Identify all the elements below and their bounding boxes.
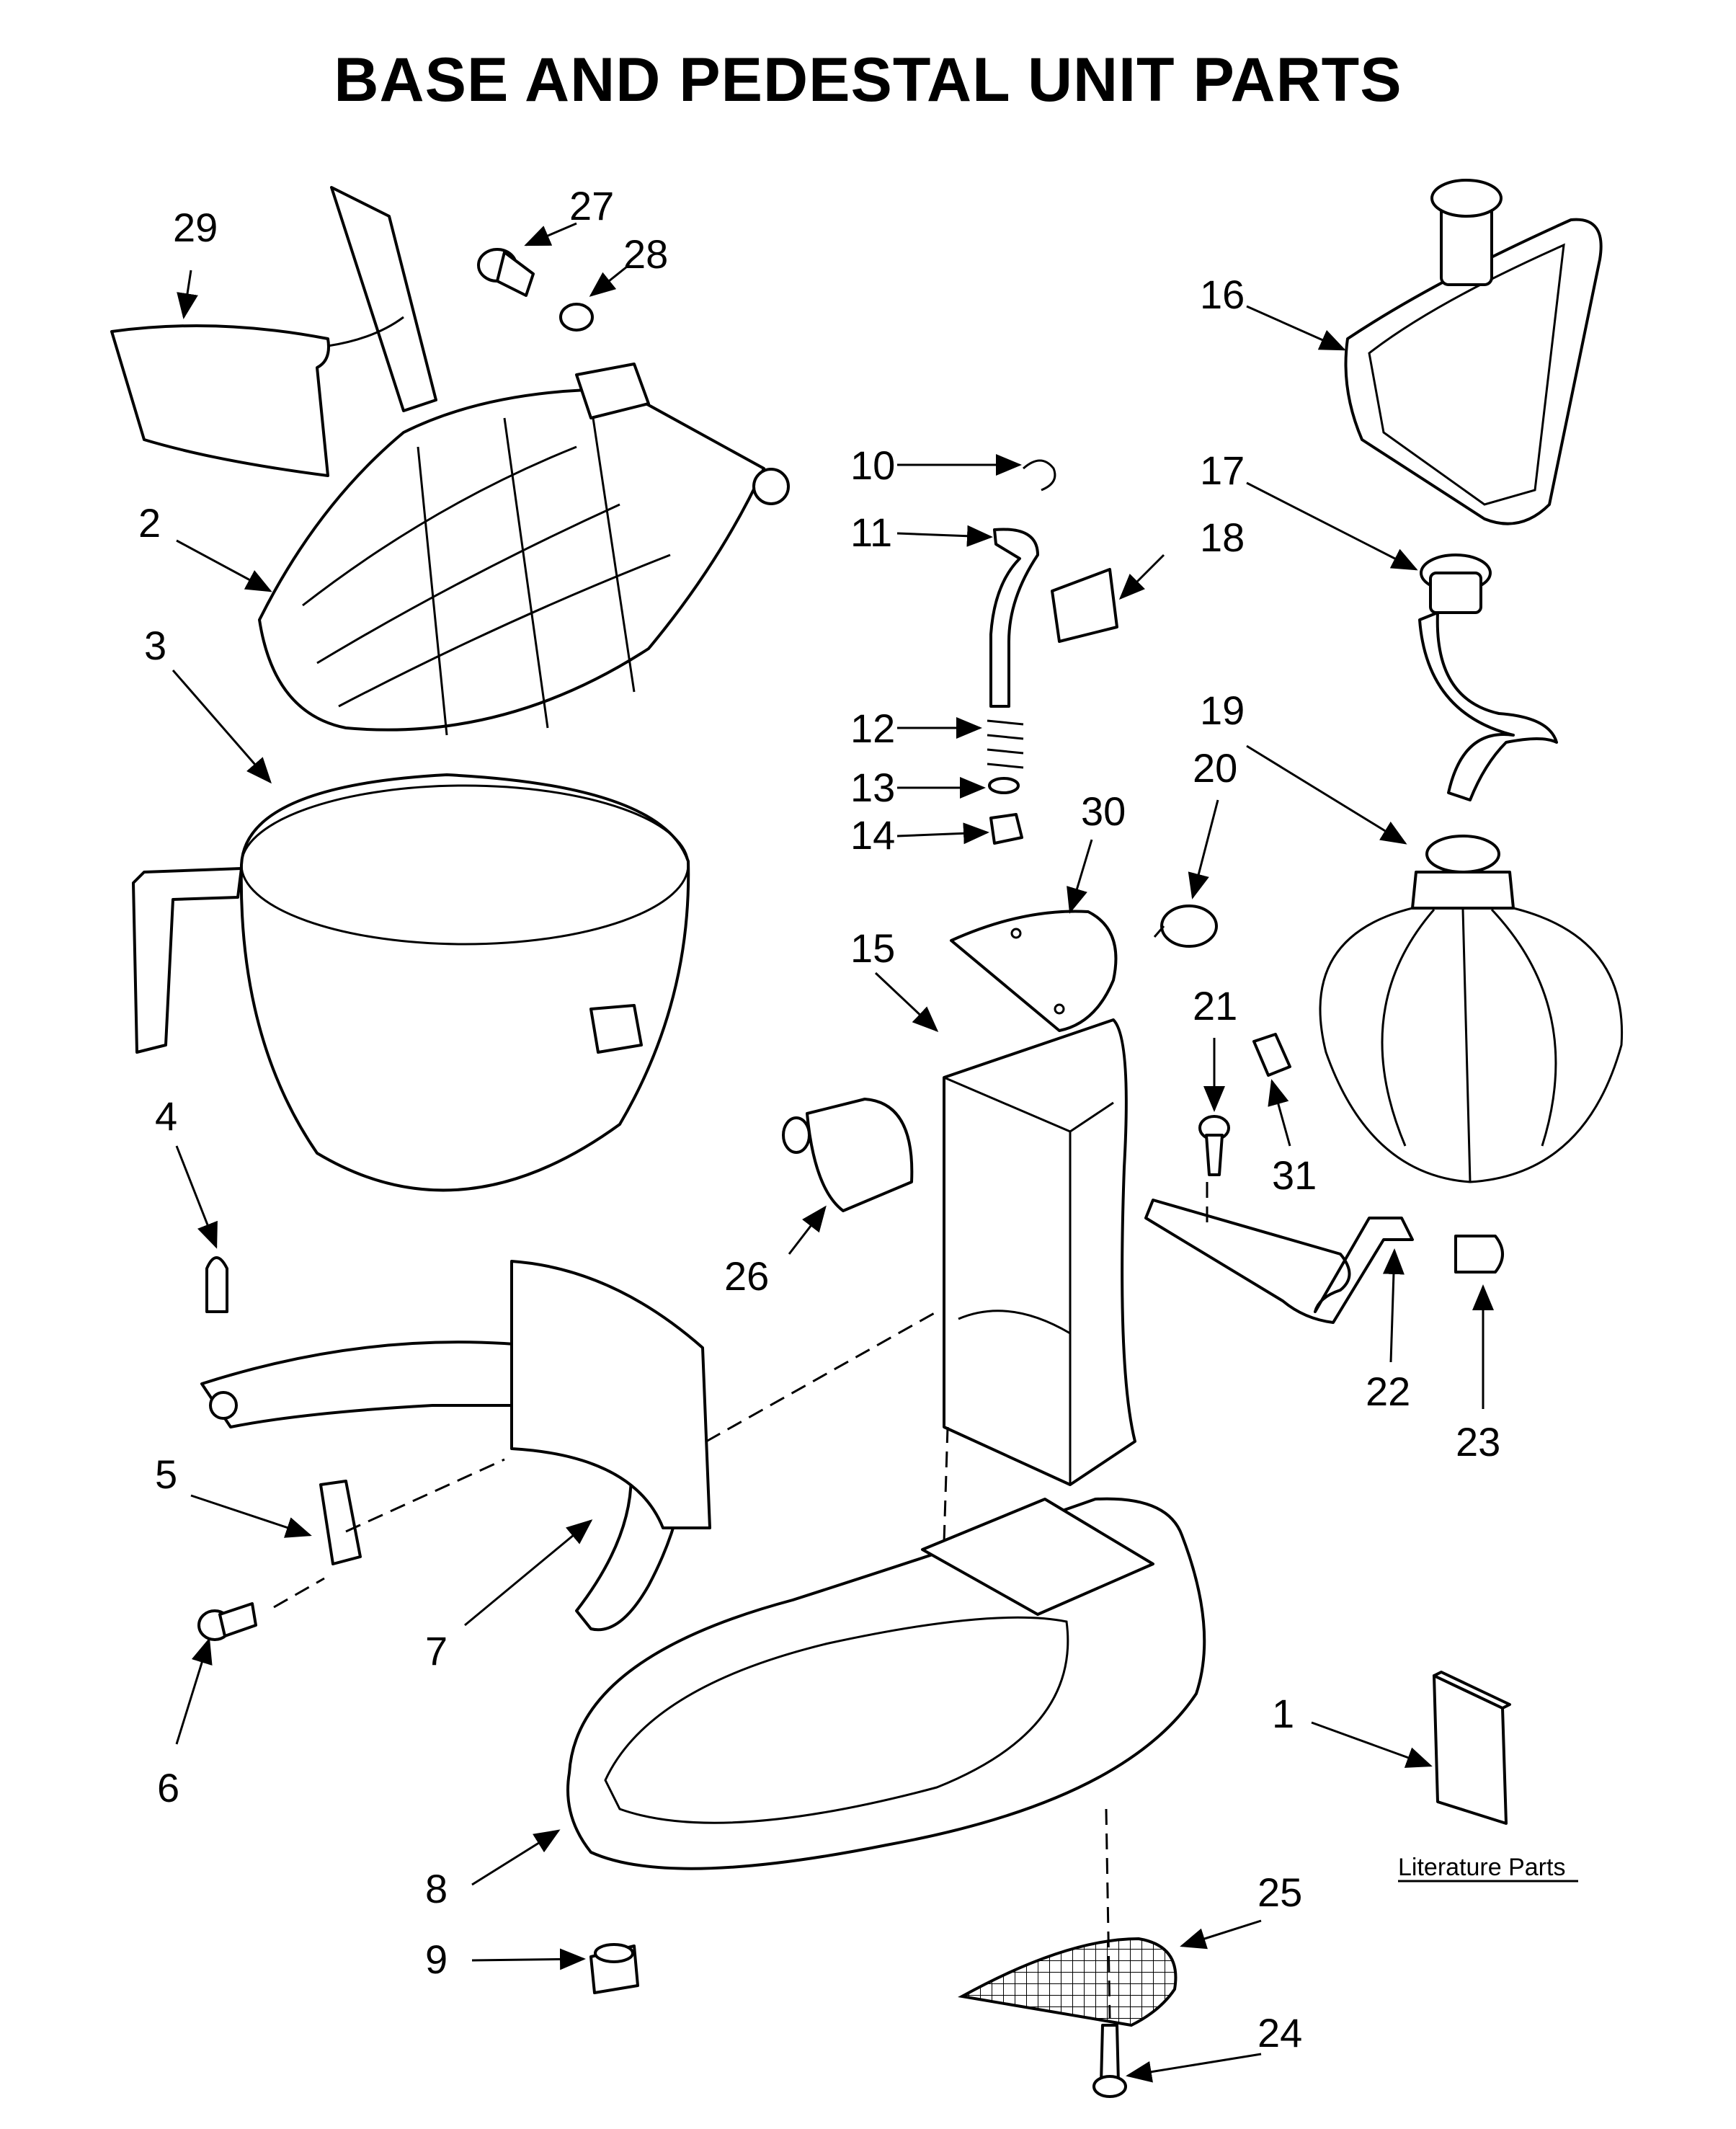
assembly-lines — [273, 1182, 1208, 2019]
part-4-pin — [205, 1256, 228, 1313]
part-28-bushing — [559, 303, 594, 332]
callout-2: 2 — [138, 500, 161, 546]
callout-14: 14 — [850, 812, 895, 858]
callout-4: 4 — [155, 1093, 177, 1139]
part-12-spring — [987, 719, 1024, 769]
part-6-screw — [197, 1602, 257, 1641]
callout-24: 24 — [1258, 2010, 1302, 2055]
part-16-flat-beater — [1344, 179, 1603, 525]
callout-21: 21 — [1193, 983, 1237, 1028]
callout-5: 5 — [155, 1452, 177, 1497]
part-14-nut — [989, 813, 1023, 845]
callout-27: 27 — [569, 183, 614, 228]
part-13-washer — [988, 777, 1020, 794]
callout-18: 18 — [1200, 515, 1245, 560]
part-26-switch — [782, 1098, 914, 1212]
callout-10: 10 — [850, 443, 895, 488]
callout-9: 9 — [425, 1937, 448, 1982]
callout-12: 12 — [850, 706, 895, 751]
callout-29: 29 — [173, 205, 218, 250]
diagram-title: BASE AND PEDESTAL UNIT PARTS — [334, 45, 1402, 115]
part-25-pad — [958, 1937, 1178, 2027]
part-22-crank — [1144, 1199, 1414, 1324]
callout-28: 28 — [623, 231, 668, 277]
part-11-lever — [989, 528, 1039, 708]
callout-7: 7 — [425, 1628, 448, 1674]
part-18-latch — [1051, 568, 1118, 643]
callout-11: 11 — [850, 510, 892, 555]
part-31-set-screw — [1252, 1033, 1291, 1077]
part-9-foot — [589, 1943, 639, 1994]
callout-6: 6 — [157, 1765, 179, 1810]
callout-3: 3 — [144, 623, 166, 668]
callout-8: 8 — [425, 1866, 448, 1911]
part-15-pedestal — [943, 1018, 1136, 1486]
callout-23: 23 — [1456, 1419, 1500, 1464]
part-21-screw — [1198, 1115, 1230, 1176]
part-20-knob — [1153, 905, 1218, 948]
literature-parts-label: Literature Parts — [1398, 1854, 1565, 1881]
part-23-handle — [1454, 1235, 1504, 1274]
callout-25: 25 — [1258, 1870, 1302, 1915]
part-7-bowl-support — [200, 1260, 711, 1632]
part-8-base — [566, 1497, 1206, 1870]
leader-lines — [172, 222, 1494, 2083]
part-17-dough-hook — [1418, 554, 1558, 801]
part-3-mixing-bowl — [132, 773, 690, 1192]
part-5-bracket — [319, 1480, 362, 1565]
callout-17: 17 — [1200, 448, 1245, 493]
callout-26: 26 — [724, 1253, 769, 1299]
callout-19: 19 — [1200, 688, 1245, 733]
callout-labels: 1 2 3 4 5 6 7 8 9 10 11 12 13 14 15 16 1… — [138, 183, 1500, 2055]
part-29-pouring-shield — [110, 186, 437, 477]
callout-13: 13 — [850, 765, 895, 810]
part-27-screw — [477, 248, 535, 297]
part-19-wire-whip — [1319, 835, 1624, 1183]
callout-15: 15 — [850, 925, 895, 971]
callout-20: 20 — [1193, 745, 1237, 791]
part-2-bowl-guard — [258, 363, 790, 736]
callout-1: 1 — [1272, 1691, 1294, 1736]
callout-16: 16 — [1200, 272, 1245, 317]
part-1-literature — [1433, 1671, 1511, 1825]
part-10-clip — [1023, 459, 1056, 492]
callout-22: 22 — [1366, 1369, 1410, 1414]
part-30-gasket — [950, 910, 1118, 1032]
callout-31: 31 — [1272, 1152, 1317, 1198]
part-24-screw — [1092, 2024, 1127, 2098]
callout-30: 30 — [1081, 788, 1126, 834]
